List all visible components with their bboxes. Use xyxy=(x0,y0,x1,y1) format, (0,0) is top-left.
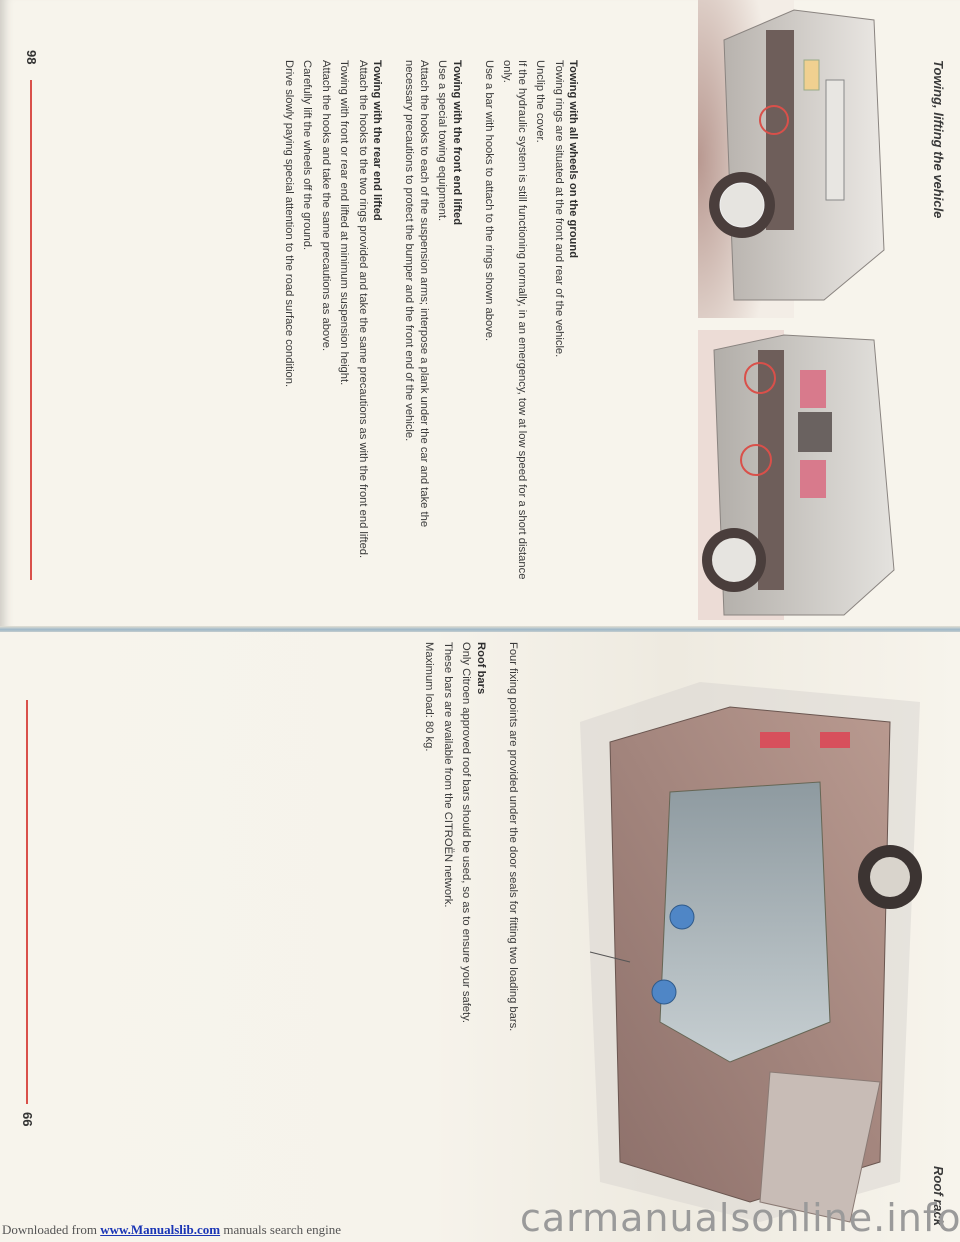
red-rule-98 xyxy=(30,80,32,580)
intro-paragraph: Four fixing points are provided under th… xyxy=(507,642,519,1032)
paragraph: Unclip the cover. xyxy=(534,60,547,143)
section-front-lifted: Towing with the front end lifted Use a s… xyxy=(402,60,464,580)
red-rule-99 xyxy=(26,700,28,1104)
paragraph: Attach the hooks and take the same preca… xyxy=(319,60,332,352)
section-rear-lifted: Towing with the rear end lifted Attach t… xyxy=(282,60,384,580)
carmanualsonline-watermark: carmanualsonline.info xyxy=(520,1196,960,1240)
page-number-99: 99 xyxy=(20,1112,35,1127)
car-roof-fixing-points-icon xyxy=(580,682,922,1223)
heading-front-lifted: Towing with the front end lifted xyxy=(450,60,463,226)
paragraph: Maximum load: 80 kg. xyxy=(423,642,436,752)
running-head-towing: Towing, lifting the vehicle xyxy=(931,60,946,219)
illustration-roof-rack xyxy=(540,662,960,1242)
download-prefix: Downloaded from xyxy=(2,1222,101,1237)
download-note: Downloaded from www.Manualslib.com manua… xyxy=(2,1222,341,1238)
section-all-wheels: Towing with all wheels on the ground Tow… xyxy=(482,60,580,580)
paragraph: Use a special towing equipment. xyxy=(436,60,449,222)
paragraph: These bars are available from the CITROË… xyxy=(441,642,454,908)
paragraph: If the hydraulic system is still functio… xyxy=(501,60,528,580)
heading-all-wheels: Towing with all wheels on the ground xyxy=(567,60,579,259)
section-roof-bars: Roof bars Only Citroen approved roof bar… xyxy=(422,642,488,1222)
heading-rear-lifted: Towing with the rear end lifted xyxy=(370,60,383,221)
towing-instructions: Towing with all wheels on the ground Tow… xyxy=(264,60,581,580)
paragraph: Only Citroen approved roof bars should b… xyxy=(460,642,473,1024)
illustration-rear-towing xyxy=(698,330,914,620)
illustration-front-towing xyxy=(698,0,914,318)
heading-roof-bars: Roof bars xyxy=(474,642,487,695)
roof-rack-instructions: Four fixing points are provided under th… xyxy=(404,642,520,1222)
page-number-98: 98 xyxy=(24,50,39,65)
paragraph: Towing rings are situated at the front a… xyxy=(552,60,565,358)
car-rear-towing-ring-icon xyxy=(698,330,895,620)
paragraph: Attach the hooks to the two rings provid… xyxy=(356,60,369,559)
page-98: Towing, lifting the vehicle xyxy=(0,0,960,628)
page-99: Roof rack xyxy=(0,632,960,1242)
paragraph: Attach the hooks to each of the suspensi… xyxy=(403,60,430,528)
paragraph: Towing with front or rear end lifted at … xyxy=(338,60,351,386)
paragraph: Drive slowly paying special attention to… xyxy=(282,60,295,388)
paragraph: Use a bar with hooks to attach to the ri… xyxy=(482,60,495,342)
paragraph: Carefully lift the wheels off the ground… xyxy=(301,60,314,251)
download-suffix: manuals search engine xyxy=(220,1222,342,1237)
manualslib-link[interactable]: www.Manualslib.com xyxy=(100,1222,221,1237)
car-front-towing-ring-icon xyxy=(698,0,885,318)
